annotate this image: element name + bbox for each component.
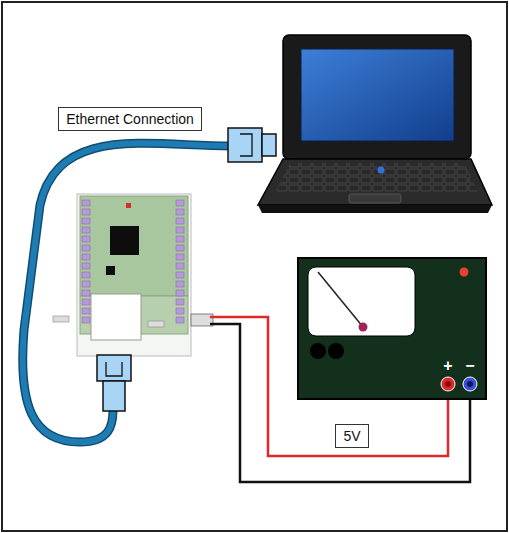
label-box: 5V bbox=[335, 424, 368, 448]
label-text: 5V bbox=[343, 428, 360, 444]
label-box: Ethernet Connection bbox=[58, 107, 202, 131]
rj45-plug bbox=[228, 128, 276, 162]
ethernet-cable bbox=[23, 143, 230, 442]
circuit-board bbox=[53, 194, 213, 356]
ethernet-cable-core bbox=[23, 143, 230, 442]
rj45-plug bbox=[97, 355, 131, 411]
laptop bbox=[258, 35, 492, 213]
power-supply bbox=[298, 258, 486, 399]
label-text: Ethernet Connection bbox=[66, 111, 194, 127]
terminal-sign: + bbox=[443, 358, 452, 374]
terminal-sign: − bbox=[465, 358, 474, 374]
